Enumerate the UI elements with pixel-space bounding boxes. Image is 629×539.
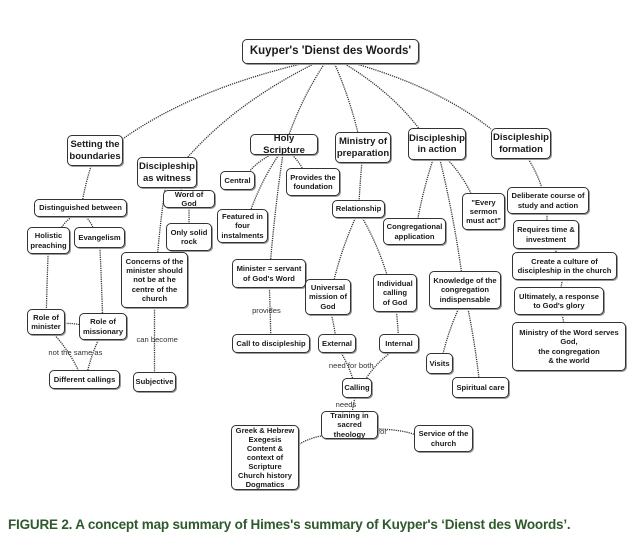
node-boundaries: Setting the boundaries <box>67 135 123 166</box>
edge-boundaries-distinguished <box>82 165 92 200</box>
edge-scripture-central <box>249 154 271 172</box>
node-deliberate: Deliberate course of study and action <box>507 187 589 214</box>
edge-knowledge-visits <box>442 308 460 354</box>
edge-relationship-universal <box>333 217 356 280</box>
node-subjective: Subjective <box>133 372 176 392</box>
node-prep: Ministry of preparation <box>335 132 391 163</box>
edge-action-congapp <box>417 159 434 219</box>
node-foundation: Provides the foundation <box>286 168 340 196</box>
edge-label: can become <box>136 335 178 344</box>
edge-witness-wordofgod <box>179 187 183 191</box>
node-requires: Requires time & investment <box>513 220 579 249</box>
node-witness: Discipleship as witness <box>137 157 197 188</box>
node-holistic: Holistic preaching <box>27 227 70 254</box>
node-training: Training in sacred theology <box>321 411 378 439</box>
edge-scripture-foundation <box>291 154 303 169</box>
node-visits: Visits <box>426 353 453 374</box>
edge-scripture-servant <box>270 154 284 260</box>
edge-culture-ultimately <box>560 279 563 288</box>
edge-requires-culture <box>553 248 557 253</box>
edge-evangelism-rolemissionary <box>99 247 104 314</box>
edge-root-scripture <box>288 63 325 135</box>
concept-map-edges <box>45 63 565 445</box>
node-service: Service of the church <box>414 425 473 452</box>
edge-ultimately-ministryword <box>561 314 565 323</box>
edge-roleminister-rolemissionary <box>64 322 80 326</box>
node-wordofgod: Word of God <box>163 190 215 208</box>
edge-formation-deliberate <box>527 158 543 188</box>
node-ministryword: Ministry of the Word serves God, the con… <box>512 322 626 371</box>
figure-caption: FIGURE 2. A concept map summary of Himes… <box>8 517 571 532</box>
node-formation: Discipleship formation <box>491 128 551 159</box>
node-central: Central <box>220 171 255 190</box>
node-spiritual: Spiritual care <box>452 377 509 398</box>
edge-holistic-roleminister <box>45 253 49 310</box>
node-sermon: "Every sermon must act" <box>462 193 505 230</box>
node-external: External <box>318 334 356 353</box>
edge-training-subjects <box>298 435 322 445</box>
concept-map: not the same as can become provides need fo… <box>27 39 626 490</box>
edge-label: not the same as <box>48 347 103 357</box>
edge-action-sermon <box>447 159 472 194</box>
node-calling: Calling <box>342 378 372 398</box>
edge-label: provides <box>252 306 281 315</box>
node-concerns: Concerns of the minister should not be a… <box>121 252 188 308</box>
node-rolemissionary: Role of missionary <box>79 313 127 340</box>
edge-root-witness <box>187 63 314 158</box>
edge-root-formation <box>356 63 492 130</box>
edge-knowledge-spiritual <box>467 308 480 378</box>
edge-external-calling <box>340 352 354 379</box>
node-rock: Only solid rock <box>166 223 212 251</box>
node-knowledge: Knowledge of the congregation indispensa… <box>429 271 501 309</box>
node-congapp: Congregational application <box>383 218 446 245</box>
node-root: Kuyper's 'Dienst des Woords' <box>242 39 419 64</box>
edge-label: for <box>378 426 387 436</box>
node-culture: Create a culture of discipleship in the … <box>512 252 617 280</box>
node-ultimately: Ultimately, a response to God's glory <box>514 287 604 315</box>
edge-label: need for both <box>328 360 374 370</box>
node-subjects: Greek & Hebrew Exegesis Content & contex… <box>231 425 299 490</box>
edge-calling-training <box>351 397 356 412</box>
edge-servant-calldisc <box>268 287 272 335</box>
edge-prep-relationship <box>358 162 363 201</box>
edge-scripture-featured <box>250 154 280 210</box>
edge-individual-internal <box>395 311 399 335</box>
edge-training-service <box>377 428 415 435</box>
edge-action-knowledge <box>439 159 462 272</box>
node-internal: Internal <box>379 334 419 353</box>
edge-distinguished-holistic <box>61 216 73 228</box>
node-individual: Individual calling of God <box>373 274 417 312</box>
node-universal: Universal mission of God <box>305 279 351 315</box>
node-relationship: Relationship <box>332 200 385 218</box>
node-distinguished: Distinguished between <box>34 199 127 217</box>
node-scripture: Holy Scripture <box>250 133 318 156</box>
edge-internal-calling <box>365 352 391 379</box>
edge-root-action <box>344 63 420 129</box>
node-roleminister: Role of minister <box>27 309 65 335</box>
node-action: Discipleship in action <box>408 128 466 160</box>
edge-distinguished-evangelism <box>85 216 94 228</box>
edge-relationship-individual <box>361 217 388 275</box>
edge-root-boundaries <box>122 63 301 140</box>
edge-label: needs <box>335 399 357 409</box>
node-evangelism: Evangelism <box>74 227 125 248</box>
edge-root-prep <box>334 63 359 133</box>
node-servant: Minister = servant of God's Word <box>232 259 306 288</box>
node-featured: Featured in four instalments <box>217 209 268 243</box>
node-calldisc: Call to discipleship <box>232 334 310 353</box>
edge-universal-external <box>330 314 336 335</box>
edge-rolemissionary-callings <box>87 339 99 371</box>
node-callings: Different callings <box>49 370 120 389</box>
